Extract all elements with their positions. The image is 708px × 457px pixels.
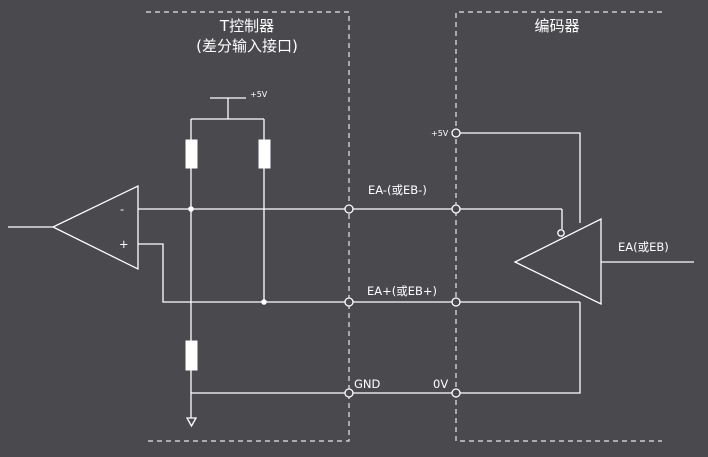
zero-volt-label: 0V [433, 377, 448, 391]
controller-title: T控制器 [219, 17, 274, 35]
terminal [344, 297, 354, 307]
controller-subtitle: (差分输入接口) [196, 37, 298, 55]
resistor-r1 [185, 139, 198, 169]
ea-minus-label: EA-(或EB-) [368, 183, 427, 197]
gnd-label: GND [354, 377, 381, 391]
comparator-plus-label: + [119, 237, 129, 251]
encoder-boundary [455, 11, 662, 442]
junction [261, 299, 267, 305]
encoder-output-label: EA(或EB) [618, 240, 669, 254]
encoder-supply-label: +5V [431, 129, 449, 138]
junction [188, 206, 194, 212]
inverting-output-bubble [557, 229, 565, 237]
terminal [451, 297, 461, 307]
controller-boundary [146, 11, 350, 442]
terminal [451, 204, 461, 214]
encoder-title: 编码器 [534, 17, 579, 35]
gnd-line [191, 302, 581, 394]
terminal [451, 388, 461, 398]
terminal [451, 128, 461, 138]
controller-supply-label: +5V [250, 90, 268, 99]
resistor-r2 [258, 139, 271, 169]
comparator-minus-label: - [120, 202, 124, 216]
comparator-icon [51, 184, 139, 271]
terminal [344, 388, 354, 398]
ea-plus-label: EA+(或EB+) [367, 284, 437, 298]
encoder-supply-line [456, 132, 581, 223]
ground-icon [185, 417, 198, 428]
resistor-r3 [185, 340, 198, 371]
terminal [344, 204, 354, 214]
ea-plus-line [138, 243, 580, 303]
